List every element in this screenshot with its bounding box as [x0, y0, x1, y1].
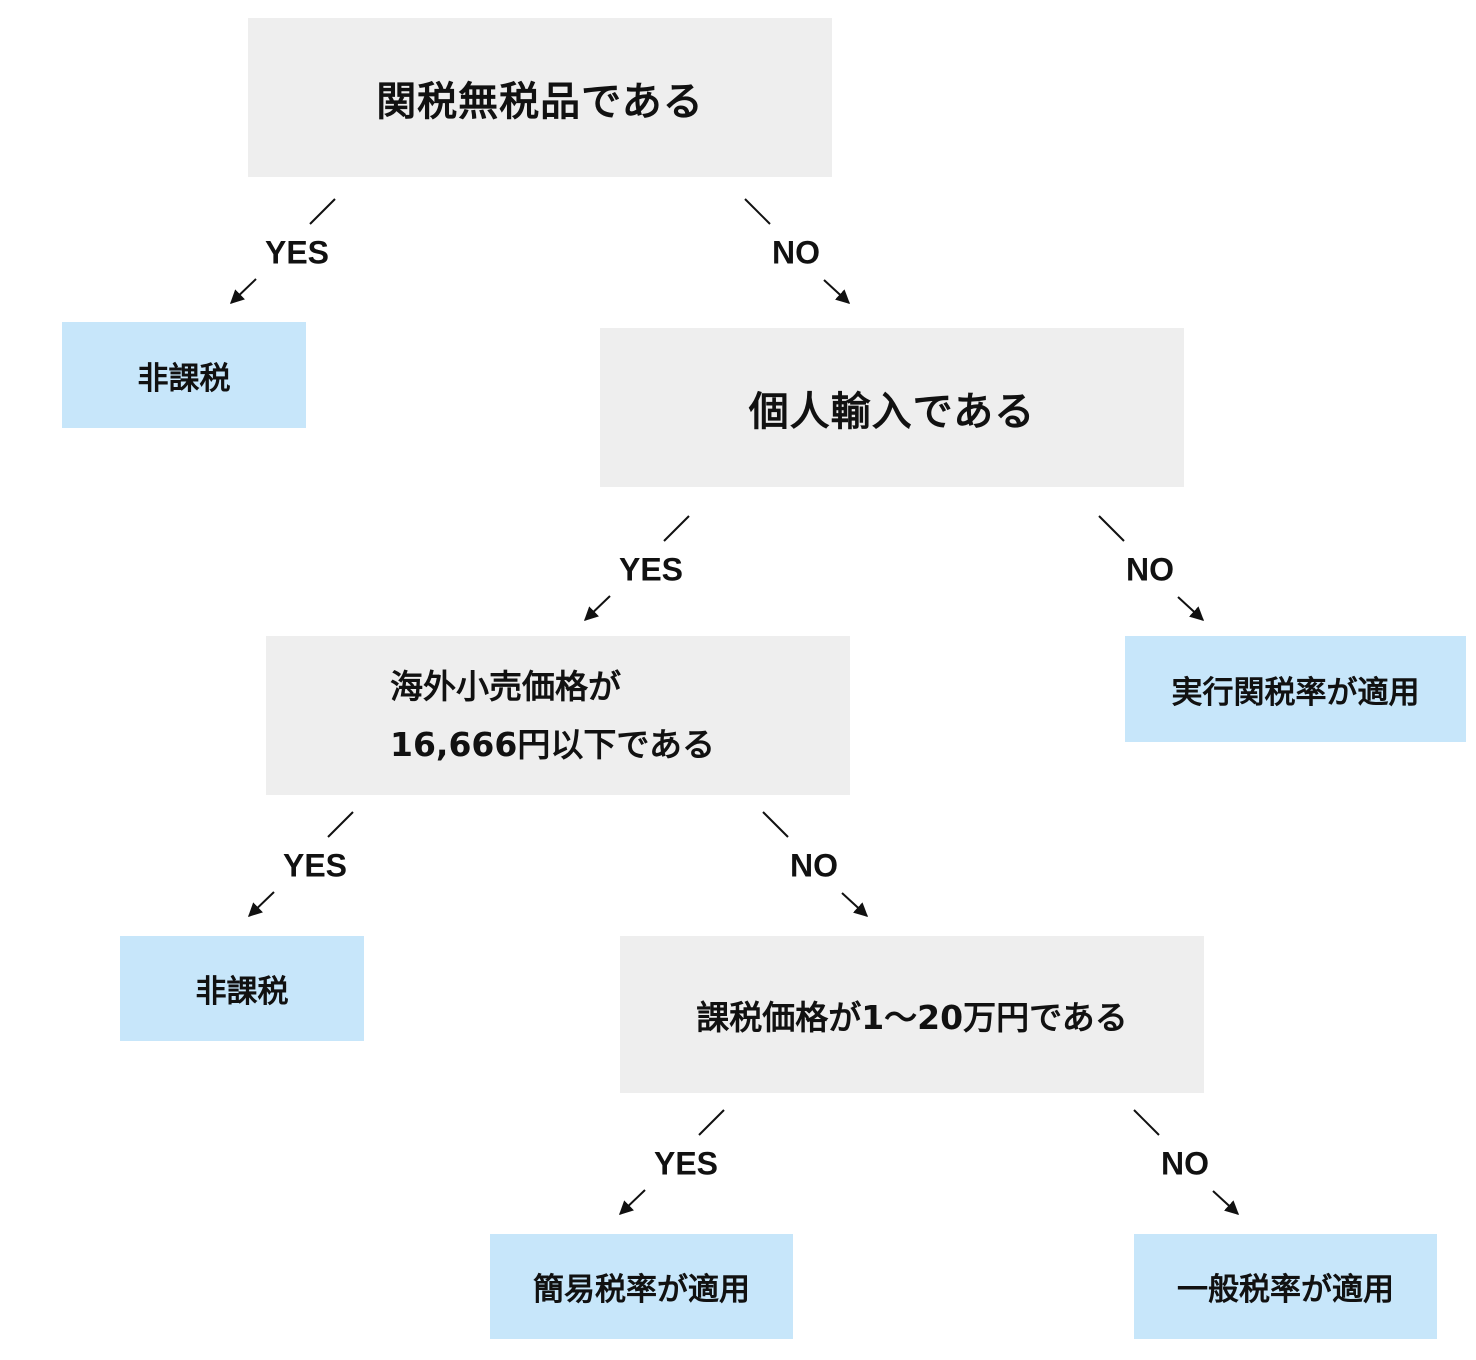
edge-q4-yes-arrow — [618, 1189, 646, 1215]
question-taxable-value-range-text: 課税価格が1〜20万円である — [696, 997, 1128, 1037]
question-duty-free-text: 関税無税品である — [376, 78, 704, 125]
result-non-taxable-1: 非課税 — [62, 322, 306, 428]
edge-label-q2-no: NO — [1126, 551, 1174, 588]
result-general-tax-rate-text: 一般税率が適用 — [1177, 1272, 1394, 1308]
result-non-taxable-1-text: 非課税 — [137, 360, 231, 397]
edge-q1-no-upper — [744, 198, 771, 225]
edge-label-q1-no: NO — [772, 234, 820, 271]
edge-q2-no-arrow — [1177, 596, 1205, 621]
edge-q2-yes-arrow — [583, 595, 611, 621]
edge-q3-yes-upper — [327, 811, 354, 838]
edge-q1-yes-arrow — [229, 278, 257, 304]
result-simplified-tax-rate: 簡易税率が適用 — [490, 1234, 793, 1339]
edge-q4-no-upper — [1133, 1109, 1160, 1136]
edge-label-q4-no: NO — [1161, 1145, 1209, 1182]
edge-label-q4-yes: YES — [653, 1145, 719, 1182]
result-non-taxable-2-text: 非課税 — [195, 974, 289, 1010]
edge-q3-yes-arrow — [247, 891, 275, 917]
result-simplified-tax-rate-text: 簡易税率が適用 — [533, 1272, 750, 1308]
question-line-2: 16,666円以下である — [390, 724, 716, 764]
edge-q2-no-upper — [1098, 515, 1125, 542]
edge-q3-no-upper — [762, 811, 789, 838]
edge-q4-no-arrow — [1212, 1190, 1240, 1215]
result-effective-tariff-rate: 実行関税率が適用 — [1125, 636, 1466, 742]
question-overseas-retail-price: 海外小売価格が 16,666円以下である — [266, 636, 850, 795]
question-line-1: 海外小売価格が — [390, 666, 621, 706]
question-personal-import-text: 個人輸入である — [748, 388, 1036, 435]
result-effective-tariff-rate-text: 実行関税率が適用 — [1171, 674, 1420, 711]
question-personal-import: 個人輸入である — [600, 328, 1184, 487]
edge-label-q1-yes: YES — [264, 234, 330, 271]
edge-q3-no-arrow — [841, 892, 869, 917]
result-non-taxable-2: 非課税 — [120, 936, 364, 1041]
edge-q4-yes-upper — [698, 1109, 725, 1136]
question-duty-free: 関税無税品である — [248, 18, 832, 177]
result-general-tax-rate: 一般税率が適用 — [1134, 1234, 1437, 1339]
edge-q2-yes-upper — [663, 515, 690, 542]
edge-q1-no-arrow — [823, 279, 851, 304]
edge-label-q2-yes: YES — [618, 551, 684, 588]
question-overseas-retail-price-text: 海外小売価格が 16,666円以下である — [390, 658, 715, 774]
edge-q1-yes-upper — [309, 198, 336, 225]
edge-label-q3-no: NO — [790, 847, 838, 884]
edge-label-q3-yes: YES — [282, 847, 348, 884]
question-taxable-value-range: 課税価格が1〜20万円である — [620, 936, 1204, 1093]
